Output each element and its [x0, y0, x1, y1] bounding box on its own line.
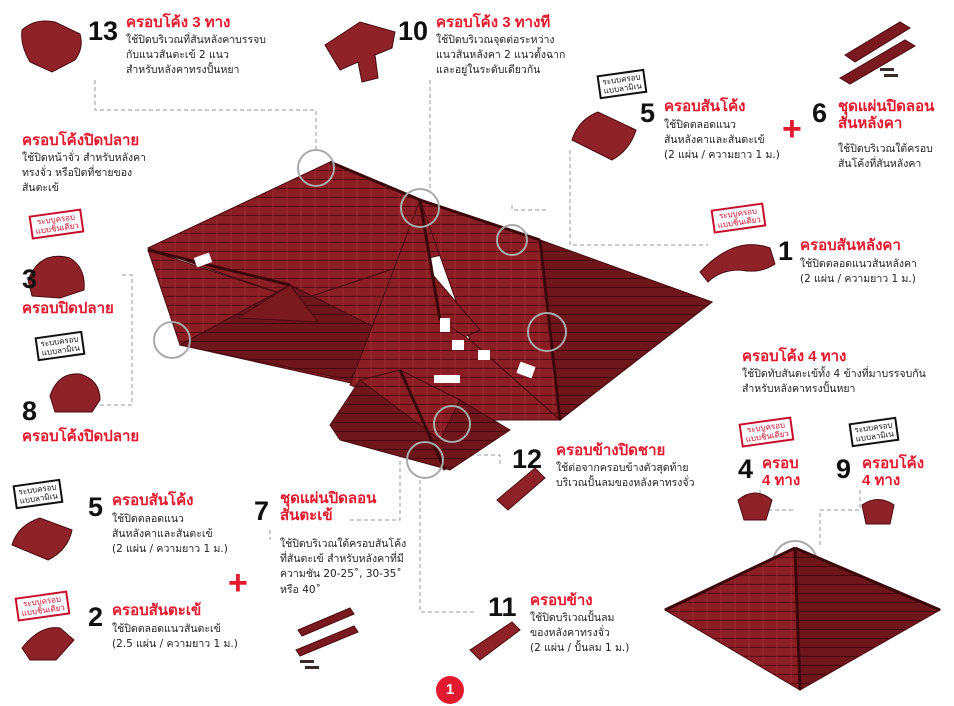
label-1-number: 1	[778, 236, 794, 266]
label-11-number: 11	[488, 592, 517, 622]
label-7-desc: ใช้ปิดบริเวณใต้ครอบสันโค้ง ที่สันตะเข้ ส…	[280, 538, 407, 596]
label-9-title: ครอบโค้ง 4 ทาง	[862, 455, 925, 490]
label-7-number: 7	[254, 496, 270, 526]
label-8-title: ครอบโค้งปิดปลาย	[22, 428, 140, 445]
pyramid-roof	[663, 546, 942, 691]
label-2-desc: ใช้ปิดตลอดแนวสันตะเข้ (2.5 แผ่น / ความยา…	[112, 623, 238, 651]
product-images	[11, 20, 916, 669]
label-11-title: ครอบข้าง	[530, 592, 593, 609]
label-7-title: ชุดแผ่นปิดลอน สันตะเข้	[280, 490, 377, 525]
label-6-title: ชุดแผ่นปิดลอน สันหลังคา	[838, 98, 935, 133]
label-9-number: 9	[836, 454, 852, 484]
label-5-bottom-title: ครอบสันโค้ง	[112, 492, 194, 509]
label-4way-desc: ใช้ปิดทับสันตะเข้ทั้ง 4 ข้างที่มาบรรจบกั…	[742, 368, 926, 396]
label-13-number: 13	[88, 16, 119, 46]
end-cap-title: ครอบโค้งปิดปลาย	[22, 132, 140, 149]
house-roof	[146, 160, 714, 471]
end-cap-desc: ใช้ปิดหน้าจั่ว สำหรับหลังคา ทรงจั่ว หรือ…	[22, 152, 147, 195]
label-10-title: ครอบโค้ง 3 ทางที	[436, 14, 551, 31]
label-5-bottom-number: 5	[88, 492, 104, 522]
plus-sign-top: +	[782, 110, 802, 148]
label-4way-title: ครอบโค้ง 4 ทาง	[742, 348, 847, 365]
page-number-badge: 1	[436, 676, 464, 704]
label-11-desc: ใช้ปิดบริเวณปั้นลม ของหลังคาทรงจั่ว (2 แ…	[530, 612, 630, 655]
label-3-title: ครอบปิดปลาย	[22, 300, 114, 317]
label-10-number: 10	[398, 16, 429, 46]
label-5-top-number: 5	[640, 98, 656, 128]
label-5-top-desc: ใช้ปิดตลอดแนว สันหลังคาและสันตะเข้ (2 แผ…	[664, 119, 780, 162]
label-5-top-title: ครอบสันโค้ง	[664, 98, 746, 115]
label-2-title: ครอบสันตะเข้	[112, 602, 202, 619]
label-1-desc: ใช้ปิดตลอดแนวสันหลังคา (2 แผ่น / ความยาว…	[800, 258, 917, 286]
label-4-title: ครอบ 4 ทาง	[762, 455, 801, 490]
label-12-number: 12	[512, 444, 543, 474]
label-12-desc: ใช้ต่อจากครอบข้างตัวสุดท้าย บริเวณปั้นลม…	[556, 462, 695, 490]
label-13-desc: ใช้ปิดบริเวณที่สันหลังคาบรรจบ กับแนวสันต…	[126, 34, 266, 77]
label-6-desc: ใช้ปิดบริเวณใต้ครอบ สันโค้งที่สันหลังคา	[838, 143, 933, 171]
label-13-title: ครอบโค้ง 3 ทาง	[126, 14, 231, 31]
label-12-title: ครอบข้างปิดชาย	[556, 442, 666, 459]
label-1-title: ครอบสันหลังคา	[800, 237, 901, 254]
plus-sign-bottom: +	[228, 564, 248, 602]
label-3-number: 3	[22, 264, 38, 294]
label-5-bottom-desc: ใช้ปิดตลอดแนว สันหลังคาและสันตะเข้ (2 แผ…	[112, 513, 228, 556]
label-2-number: 2	[88, 602, 104, 632]
label-4-number: 4	[738, 454, 754, 484]
label-8-number: 8	[22, 396, 38, 426]
label-6-number: 6	[812, 98, 828, 128]
label-10-desc: ใช้ปิดบริเวณจุดต่อระหว่าง แนวสันหลังคา 2…	[436, 34, 566, 77]
